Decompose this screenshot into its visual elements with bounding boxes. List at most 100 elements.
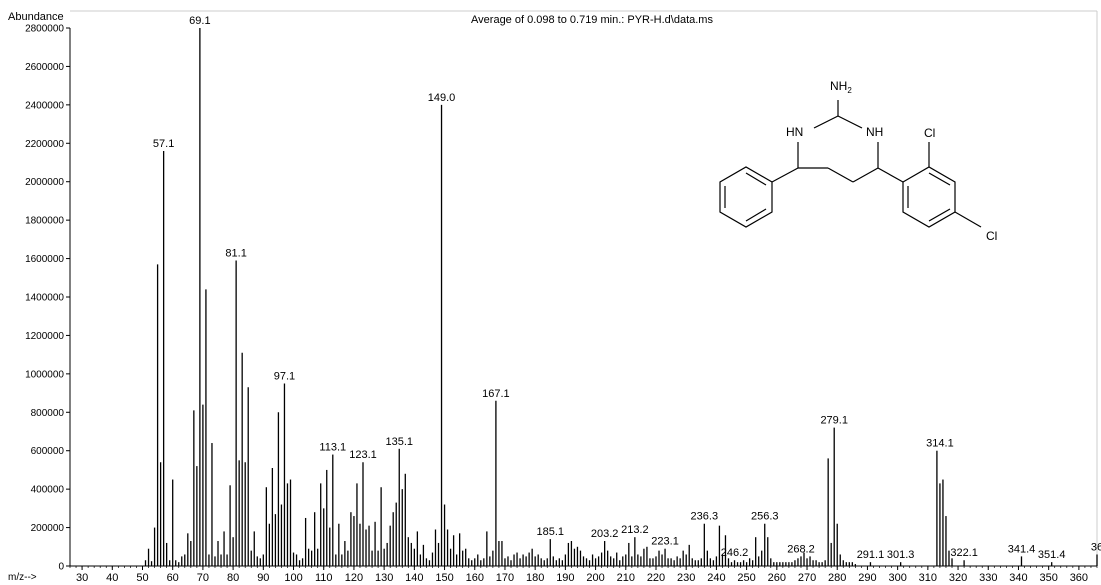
- chart-title: Average of 0.098 to 0.719 min.: PYR-H.d\…: [471, 14, 713, 26]
- bond: [745, 208, 767, 222]
- bond: [928, 172, 951, 186]
- peak-label: 135.1: [385, 436, 413, 448]
- peak-label: 291.1: [857, 549, 885, 561]
- atom-label-cl-top: Cl: [924, 126, 935, 140]
- peak-label: 123.1: [349, 449, 377, 461]
- peak-label: 236.3: [691, 511, 719, 523]
- x-tick-label: 280: [828, 572, 846, 584]
- x-tick-label: 70: [197, 572, 209, 584]
- x-tick-label: 320: [949, 572, 967, 584]
- y-ticks: 0 200000 400000 600000 800000 1000000 1200000 1…: [25, 24, 70, 573]
- x-tick-label: 360: [1070, 572, 1088, 584]
- x-tick-label: 110: [315, 572, 333, 584]
- bond: [837, 115, 863, 129]
- atom-label-cl-bottom: Cl: [986, 229, 997, 243]
- peak-label: 351.4: [1038, 549, 1066, 561]
- y-tick-label: 0: [58, 562, 64, 573]
- x-tick-label: 200: [586, 572, 604, 584]
- peak-label: 36: [1091, 541, 1101, 553]
- x-tick-label: 310: [919, 572, 937, 584]
- x-tick-label: 300: [888, 572, 906, 584]
- peak-label: 57.1: [153, 138, 174, 150]
- peak-label: 97.1: [274, 370, 295, 382]
- x-tick-label: 230: [677, 572, 695, 584]
- peak-label: 268.2: [787, 543, 815, 555]
- bond: [771, 167, 799, 183]
- peak-label: 322.1: [950, 547, 978, 559]
- atom-label-nh2: NH2: [830, 79, 852, 95]
- peak-label: 167.1: [482, 388, 510, 400]
- x-tick-label: 340: [1009, 572, 1027, 584]
- phenyl-ring: [719, 166, 773, 228]
- y-tick-label: 2800000: [25, 24, 64, 35]
- x-tick-label: 150: [435, 572, 453, 584]
- x-tick-label: 180: [526, 572, 544, 584]
- x-tick-label: 190: [556, 572, 574, 584]
- x-tick-label: 50: [136, 572, 148, 584]
- x-tick-label: 100: [284, 572, 302, 584]
- x-tick-label: 220: [647, 572, 665, 584]
- peak-label: 69.1: [189, 15, 210, 27]
- y-tick-label: 1200000: [25, 331, 64, 342]
- y-tick-label: 800000: [31, 408, 65, 419]
- atom-label-nh: NH: [866, 125, 883, 139]
- peak-label: 256.3: [751, 511, 779, 523]
- bond: [852, 167, 879, 183]
- x-tick-label: 140: [405, 572, 423, 584]
- y-tick-label: 1600000: [25, 254, 64, 265]
- x-tick-label: 160: [466, 572, 484, 584]
- x-tick-label: 290: [858, 572, 876, 584]
- peak-label: 246.2: [721, 547, 749, 559]
- peak-label: 223.1: [651, 536, 679, 548]
- peak-label: 81.1: [225, 247, 246, 259]
- y-tick-label: 2200000: [25, 139, 64, 150]
- y-tick-label: 2600000: [25, 62, 64, 73]
- y-tick-label: 2400000: [25, 100, 64, 111]
- bond: [745, 172, 767, 186]
- x-tick-label: 40: [106, 572, 118, 584]
- peak-label: 203.2: [591, 528, 619, 540]
- bond: [827, 167, 854, 183]
- x-tick-label: 30: [76, 572, 88, 584]
- x-axis-title: m/z-->: [8, 572, 37, 583]
- x-tick-label: 330: [979, 572, 997, 584]
- x-tick-label: 210: [617, 572, 635, 584]
- x-tick-label: 270: [798, 572, 816, 584]
- peak-label: 279.1: [820, 415, 848, 427]
- x-tick-label: 250: [737, 572, 755, 584]
- peak-label: 301.3: [887, 549, 915, 561]
- chemical-structure: NH2 HN NH Cl Cl: [719, 79, 997, 243]
- x-tick-label: 240: [707, 572, 725, 584]
- peak-label: 341.4: [1008, 543, 1036, 555]
- bond: [877, 167, 904, 183]
- y-tick-label: 600000: [31, 446, 65, 457]
- peak-label: 314.1: [926, 438, 954, 450]
- bond: [813, 115, 839, 129]
- dichlorophenyl-ring: [902, 166, 956, 228]
- y-tick-label: 200000: [31, 523, 65, 534]
- atom-label-hn: HN: [786, 125, 803, 139]
- peak-label: 213.2: [621, 524, 649, 536]
- y-tick-label: 1000000: [25, 369, 64, 380]
- bond: [954, 211, 982, 228]
- x-tick-label: 260: [768, 572, 786, 584]
- spectrum-peaks: [144, 28, 1098, 566]
- x-tick-label: 170: [496, 572, 514, 584]
- peak-label: 113.1: [319, 442, 346, 454]
- bond: [928, 208, 951, 222]
- y-tick-label: 1800000: [25, 216, 64, 227]
- x-tick-label: 80: [227, 572, 239, 584]
- y-tick-label: 400000: [31, 485, 65, 496]
- y-tick-label: 2000000: [25, 177, 64, 188]
- peak-label: 149.0: [428, 92, 456, 104]
- peak-label: 185.1: [537, 526, 565, 538]
- y-tick-label: 1400000: [25, 293, 64, 304]
- x-tick-label: 130: [375, 572, 393, 584]
- x-tick-label: 90: [257, 572, 269, 584]
- x-tick-label: 120: [345, 572, 363, 584]
- y-axis-title: Abundance: [8, 11, 64, 23]
